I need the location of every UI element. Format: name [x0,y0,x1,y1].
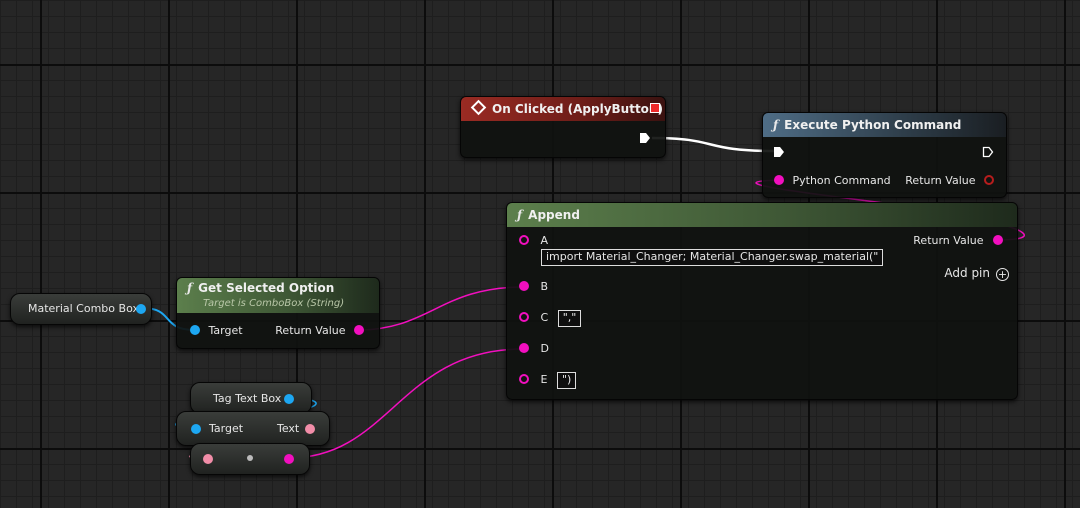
exec-pin-icon [982,146,994,158]
pin-label: Python Command [792,174,891,187]
function-icon: ƒ [517,208,523,222]
stop-icon [650,103,660,113]
pin-label: B [540,280,549,293]
pin-label: Return Value [905,174,976,187]
tag-text-box-node[interactable]: Tag Text Box [190,382,312,414]
append-return-value-pin[interactable]: Return Value [913,233,1003,249]
execute-python-command-header[interactable]: ƒ Execute Python Command [763,113,1006,137]
data-pin-icon[interactable] [136,304,146,314]
data-pin-icon[interactable] [305,424,315,434]
get-text-node[interactable]: Target Text [176,411,330,446]
node-title: Append [528,208,580,222]
node-subtitle: Target is ComboBox (String) [203,298,345,309]
return-value-pin[interactable]: Return Value [275,323,364,339]
exec-pin-icon [640,133,650,143]
python-command-pin[interactable]: Python Command [774,173,891,189]
data-pin-icon[interactable] [191,424,201,434]
exec-wire [651,136,777,153]
add-pin-icon: + [996,268,1009,281]
node-title: On Clicked (ApplyButton) [492,102,663,116]
node-title: Get Selected Option [198,281,335,295]
text-value-input[interactable]: ") [556,372,577,389]
data-pin-icon [519,312,529,322]
on-clicked-node[interactable]: On Clicked (ApplyButton) [460,96,666,158]
execute-python-command-node[interactable]: ƒ Execute Python Command Python Command R… [762,112,1007,198]
text-value-input[interactable]: import Material_Changer; Material_Change… [541,249,884,266]
data-pin-icon [519,235,529,245]
pin-b[interactable]: B [519,279,548,295]
pin-label: E [540,373,548,386]
data-pin-icon [993,235,1003,245]
data-pin-icon[interactable] [284,394,294,404]
text-value-input[interactable]: "," [557,310,582,327]
append-node[interactable]: ƒ Append A import Material_Changer; Mater… [506,202,1018,400]
dot-icon [247,455,253,461]
pin-label: Target [209,422,244,435]
function-icon: ƒ [187,281,193,295]
get-selected-option-node[interactable]: ƒ Get Selected Option Target is ComboBox … [176,277,380,349]
conversion-node[interactable] [190,443,310,475]
on-clicked-header[interactable]: On Clicked (ApplyButton) [461,97,665,121]
pin-label: Return Value [913,234,984,247]
data-pin-icon [519,281,529,291]
pin-c[interactable]: C "," [519,310,582,327]
data-pin-icon [354,325,364,335]
data-pin-icon [519,374,529,384]
pin-e[interactable]: E ") [519,372,577,389]
data-pin-icon[interactable] [203,454,213,464]
node-title: Execute Python Command [784,118,962,132]
wire-selected-option-to-b [356,286,524,331]
data-pin-icon [190,325,200,335]
pin-a-value[interactable]: import Material_Changer; Material_Change… [535,249,884,266]
exec-out-pin[interactable] [982,145,994,161]
return-value-pin[interactable]: Return Value [905,173,994,189]
add-pin-label: Add pin [944,266,990,280]
pin-label: A [540,234,549,247]
function-icon: ƒ [773,118,779,132]
pin-a[interactable]: A [519,233,548,249]
get-selected-option-header[interactable]: ƒ Get Selected Option Target is ComboBox … [177,278,379,313]
pin-label: D [540,342,549,355]
data-pin-icon [774,175,784,185]
add-pin-button[interactable]: Add pin + [944,266,1009,281]
variable-label: Material Combo Box [28,302,139,315]
append-header[interactable]: ƒ Append [507,203,1017,227]
pin-d[interactable]: D [519,341,549,357]
event-icon [470,99,487,116]
exec-pin-icon [774,147,784,157]
data-pin-icon [519,343,529,353]
data-pin-icon[interactable] [284,454,294,464]
pin-label: Text [277,422,300,435]
exec-in-pin[interactable] [773,145,785,161]
data-pin-icon [984,175,994,185]
pin-label: Return Value [275,324,346,337]
pin-label: C [540,311,549,324]
exec-out-pin[interactable] [639,131,651,147]
target-pin[interactable]: Target [190,323,243,339]
material-combo-box-node[interactable]: Material Combo Box [10,293,152,325]
pin-label: Target [208,324,243,337]
variable-label: Tag Text Box [213,392,282,405]
